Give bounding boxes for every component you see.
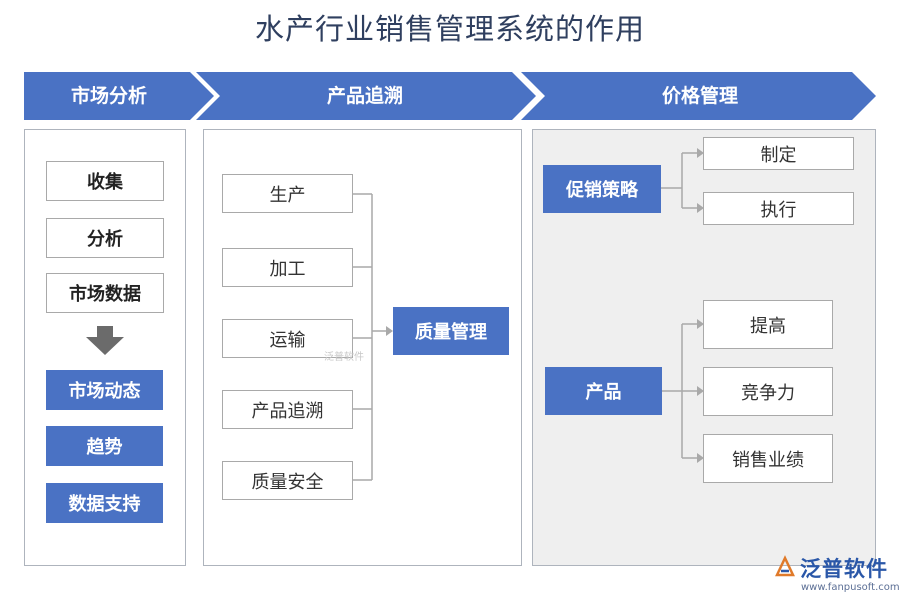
node-collect: 收集 xyxy=(46,161,164,201)
node-execute: 执行 xyxy=(703,192,854,225)
brand-logo: 泛普软件 www.fanpusoft.com xyxy=(773,553,900,597)
node-sales-performance: 销售业绩 xyxy=(703,434,833,483)
logo-url: www.fanpusoft.com xyxy=(801,582,900,593)
banner-price-management xyxy=(521,72,876,120)
banner-product-trace xyxy=(196,72,536,120)
node-competitiveness: 竞争力 xyxy=(703,367,833,416)
node-processing: 加工 xyxy=(222,248,353,287)
node-market-dynamics: 市场动态 xyxy=(46,370,163,410)
node-transport: 运输 xyxy=(222,319,353,358)
node-quality-management: 质量管理 xyxy=(393,307,509,355)
node-trend: 趋势 xyxy=(46,426,163,466)
center-watermark: 泛普软件 xyxy=(324,352,364,363)
fanpu-logo-icon xyxy=(775,555,795,577)
node-promotion-strategy: 促销策略 xyxy=(543,165,661,213)
node-production: 生产 xyxy=(222,174,353,213)
node-formulate: 制定 xyxy=(703,137,854,170)
down-arrow-icon xyxy=(86,326,124,355)
node-improve: 提高 xyxy=(703,300,833,349)
node-product-trace: 产品追溯 xyxy=(222,390,353,429)
logo-name: 泛普软件 xyxy=(800,557,888,581)
node-data-support: 数据支持 xyxy=(46,483,163,523)
banner-label-product-trace: 产品追溯 xyxy=(326,85,403,107)
page-title: 水产行业销售管理系统的作用 xyxy=(254,12,645,46)
banner-label-price-management: 价格管理 xyxy=(661,85,738,107)
node-market-data: 市场数据 xyxy=(46,273,164,313)
node-product: 产品 xyxy=(545,367,662,415)
node-analyze: 分析 xyxy=(46,218,164,258)
node-quality-safety: 质量安全 xyxy=(222,461,353,500)
banner-label-market-analysis: 市场分析 xyxy=(70,85,147,107)
banner-market-analysis xyxy=(24,72,214,120)
